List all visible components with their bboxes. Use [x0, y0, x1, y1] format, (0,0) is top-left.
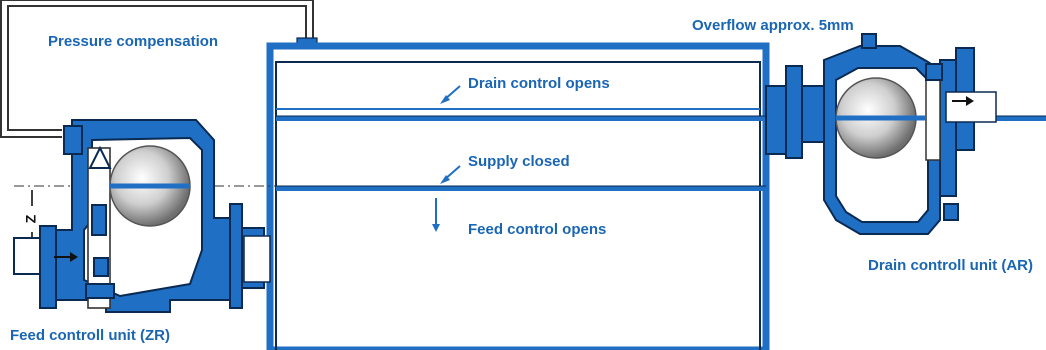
feed-flow-arrow [54, 252, 78, 262]
supply-closed-label: Supply closed [468, 153, 570, 170]
supply-pointer-arrow [440, 165, 461, 184]
feed-pointer-arrow [432, 198, 440, 232]
feed-control-unit [13, 119, 271, 313]
drain-control-opens-label: Drain control opens [468, 75, 610, 92]
drain-control-unit [765, 33, 997, 235]
z-dimension-label: Z [22, 214, 39, 224]
drain-unit-label: Drain controll unit (AR) [868, 257, 1033, 274]
pressure-compensation-label: Pressure compensation [48, 33, 219, 50]
drain-pointer-arrow [440, 85, 461, 104]
supply-level-line [276, 186, 766, 191]
overflow-label: Overflow approx. 5mm [692, 17, 854, 34]
feed-unit-label: Feed controll unit (ZR) [10, 327, 170, 344]
overflow-level-line [276, 116, 1046, 121]
drain-flow-arrow [952, 96, 974, 106]
tank [266, 42, 770, 350]
pressure-compensation-pipe [0, 0, 314, 138]
feed-control-opens-label: Feed control opens [468, 221, 607, 238]
